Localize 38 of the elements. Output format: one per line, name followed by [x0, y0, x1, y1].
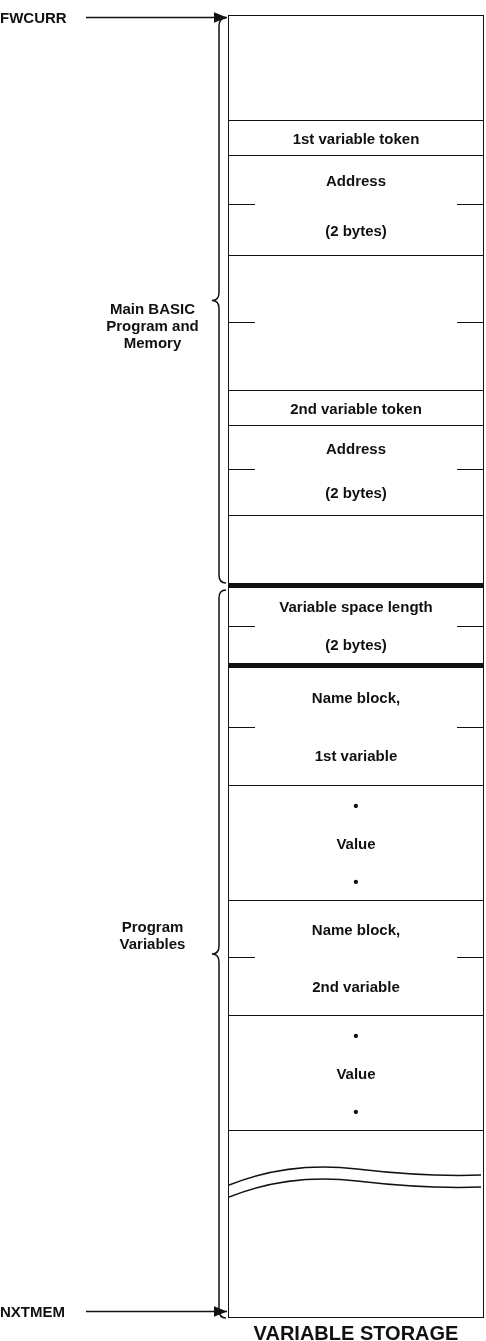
- cell-text: (2 bytes): [325, 221, 387, 239]
- memory-cell: [228, 663, 484, 785]
- pointer-label: FWCURR: [0, 9, 80, 26]
- cell-text: •: [353, 796, 359, 814]
- memory-cell: [228, 785, 484, 900]
- cell-text: 2nd variable token: [290, 399, 422, 417]
- cell-text: Value: [336, 834, 376, 852]
- cell-text: Address: [326, 439, 386, 457]
- cell-text: 1st variable: [314, 747, 398, 765]
- memory-cell: [228, 255, 484, 390]
- memory-cell: [228, 1130, 484, 1318]
- cell-text: 2nd variable: [312, 978, 400, 995]
- cell-text: •: [353, 1026, 359, 1044]
- memory-cell: [228, 15, 484, 120]
- memory-cell: [228, 1015, 484, 1130]
- memory-cell: [228, 155, 484, 255]
- brace-label: Main BASIC Program and Memory: [105, 300, 200, 351]
- cell-text: •: [353, 1102, 359, 1120]
- cell-text: •: [353, 872, 359, 890]
- pointer-label: NXTMEM: [0, 1303, 80, 1320]
- memory-cell: [228, 900, 484, 1015]
- cell-text: Address: [326, 172, 386, 190]
- brace-label: Program Variables: [118, 918, 187, 952]
- arrow: [85, 12, 228, 23]
- diagram-title: VARIABLE STORAGE: [252, 1322, 460, 1341]
- cell-text: Variable space length: [279, 598, 433, 616]
- memory-cell: [228, 425, 484, 515]
- cell-text: (2 bytes): [325, 484, 387, 502]
- cell-text: Name block,: [311, 921, 401, 938]
- memory-cell: [228, 515, 484, 583]
- cell-text: Value: [336, 1064, 376, 1082]
- cell-text: 1st variable token: [292, 129, 420, 147]
- memory-cell: [228, 390, 484, 425]
- cell-text: (2 bytes): [325, 635, 387, 653]
- memory-cell: [228, 120, 484, 155]
- arrow: [85, 1306, 228, 1317]
- memory-cell: [228, 583, 484, 663]
- cell-text: Name block,: [311, 688, 401, 706]
